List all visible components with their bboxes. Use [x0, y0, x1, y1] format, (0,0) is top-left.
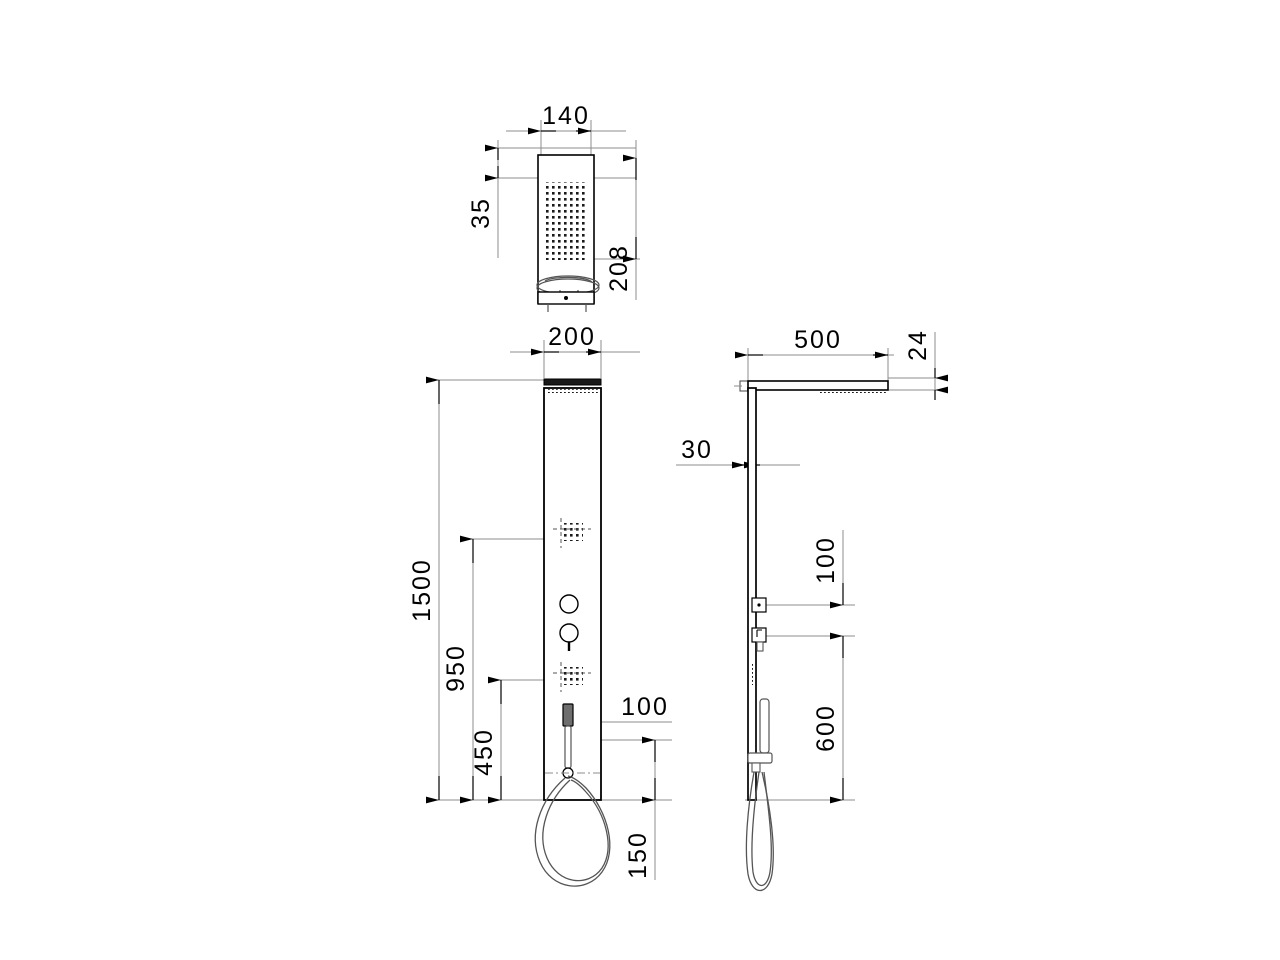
dimension-label-500: 500 [794, 326, 842, 354]
dimension-label-150: 150 [624, 831, 652, 879]
front-view-handshower-handle [564, 725, 572, 769]
dimension-100-side: 100 [812, 530, 844, 609]
front-view-mixer-handle[interactable] [559, 623, 579, 643]
front-view-handshower-head [562, 703, 574, 727]
side-view-head-jets [818, 390, 886, 393]
side-view-diverter-fitting [751, 597, 767, 613]
front-view-controls [559, 594, 579, 651]
side-view-panel-column [747, 387, 757, 801]
side-view-overhead-arm [747, 380, 889, 393]
front-view-handshower [545, 703, 600, 779]
dimension-label-208: 208 [605, 244, 633, 292]
dimension-label-950: 950 [442, 644, 470, 692]
dimension-label-100-front: 100 [621, 693, 669, 721]
front-view-overhead-shower [543, 378, 602, 386]
front-view-diverter-knob[interactable] [559, 594, 579, 614]
front-view-panel-body [543, 378, 602, 801]
dimension-label-450: 450 [470, 728, 498, 776]
dimension-label-24: 24 [904, 329, 932, 361]
dimension-950: 950 [442, 535, 474, 804]
front-view: 200 1500 950 450 [408, 323, 672, 887]
side-view-hose [745, 771, 774, 892]
dimension-label-35: 35 [467, 197, 495, 229]
dimension-label-1500: 1500 [408, 558, 436, 622]
front-view-upper-body-jets [553, 518, 591, 548]
dimension-500: 500 [735, 326, 894, 359]
top-view-jet-field [546, 182, 588, 260]
dimension-35: 35 [467, 144, 499, 229]
side-view-handshower [747, 698, 773, 773]
front-view-lower-body-jets [553, 662, 591, 692]
front-view-head-jets [546, 388, 599, 393]
top-view-panel-body [537, 154, 595, 304]
dimension-600: 600 [812, 632, 844, 804]
dimension-label-100-side: 100 [812, 536, 840, 584]
dimension-label-600: 600 [812, 704, 840, 752]
top-view: 140 35 208 [467, 102, 640, 312]
dimension-140: 140 [506, 102, 626, 135]
dimension-208: 208 [605, 154, 637, 292]
side-view-handshower-holder [747, 752, 773, 764]
dimension-200: 200 [510, 323, 640, 356]
dimension-24: 24 [904, 329, 948, 400]
side-view: 500 24 30 100 [676, 326, 948, 892]
dimension-1500: 1500 [408, 376, 440, 804]
dimension-450: 450 [470, 676, 502, 804]
dimension-label-140: 140 [542, 102, 590, 130]
side-view-mixer-fitting [751, 627, 767, 652]
front-view-hose-loop [534, 775, 611, 887]
dimension-label-200: 200 [548, 323, 596, 351]
top-view-base-plate [537, 291, 595, 312]
side-view-body-jet-marks [750, 663, 753, 685]
dimension-150: 150 [624, 736, 656, 880]
dimension-label-30: 30 [681, 436, 713, 464]
